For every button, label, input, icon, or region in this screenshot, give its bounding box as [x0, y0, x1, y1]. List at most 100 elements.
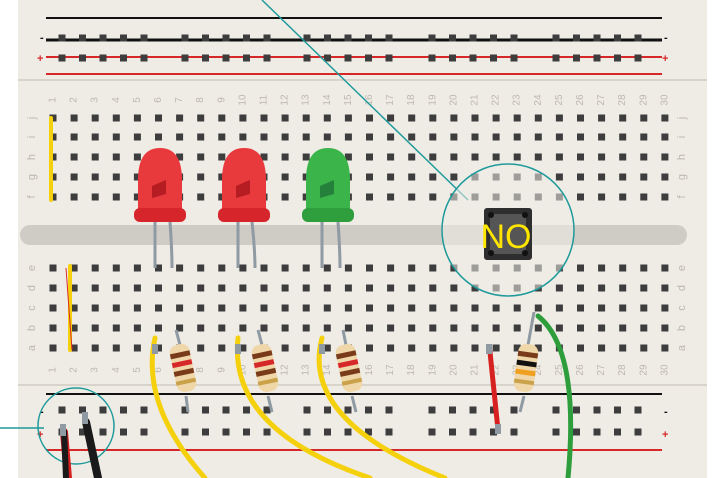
terminal-hole	[281, 264, 289, 272]
terminal-hole	[176, 133, 184, 141]
rail-hole	[344, 34, 352, 42]
led-red-1-anvil	[152, 180, 166, 198]
top-column-label: 3	[90, 97, 101, 103]
left-row-label: a	[26, 344, 38, 351]
terminal-hole	[155, 304, 162, 312]
terminal-hole	[281, 324, 289, 332]
top-column-label: 24	[533, 94, 544, 106]
terminal-hole	[197, 193, 205, 201]
top-column-label: 6	[153, 97, 164, 103]
pushbutton-pin-3	[488, 250, 494, 256]
terminal-hole	[619, 193, 627, 201]
bottom-column-label: 13	[301, 364, 312, 376]
terminal-hole	[387, 133, 395, 141]
led-red-1-base	[134, 208, 186, 222]
led-green-dome	[306, 148, 350, 212]
right-row-label: h	[676, 154, 688, 160]
terminal-hole	[281, 344, 289, 352]
terminal-hole	[640, 193, 648, 201]
left-row-label: d	[26, 285, 38, 291]
terminal-hole	[133, 304, 141, 312]
power-lead-black-tip	[82, 412, 88, 424]
terminal-hole	[366, 324, 373, 332]
terminal-hole	[534, 133, 542, 141]
bottom-column-label: 21	[470, 364, 481, 376]
bottom-column-label: 26	[575, 364, 586, 376]
terminal-hole	[260, 264, 268, 272]
terminal-hole	[155, 324, 162, 332]
terminal-hole	[640, 324, 648, 332]
terminal-hole	[408, 153, 416, 161]
terminal-hole	[239, 344, 247, 352]
terminal-hole	[91, 173, 99, 181]
terminal-hole	[344, 304, 352, 312]
terminal-hole	[513, 324, 521, 332]
pushbutton-pin-4	[522, 250, 528, 256]
terminal-hole	[49, 284, 57, 292]
rail-hole	[449, 406, 456, 414]
rail-hole	[263, 428, 271, 436]
led-red-2-base	[218, 208, 270, 222]
terminal-hole	[366, 344, 373, 352]
resistor-4-band-4	[513, 378, 535, 386]
terminal-hole	[555, 114, 563, 122]
terminal-hole	[534, 324, 542, 332]
terminal-hole	[577, 284, 584, 292]
led-red-2-anvil	[236, 180, 250, 198]
resistor-3-leg-top	[341, 329, 348, 346]
top-plus-sign-right: +	[662, 53, 668, 65]
top-column-label: 18	[406, 94, 417, 106]
terminal-hole	[408, 193, 416, 201]
terminal-hole	[555, 173, 563, 181]
terminal-hole	[534, 304, 542, 312]
terminal-hole	[450, 114, 458, 122]
rail-hole	[181, 428, 189, 436]
top-column-label: 9	[216, 97, 227, 103]
terminal-hole	[218, 324, 226, 332]
terminal-hole	[408, 114, 416, 122]
rail-hole	[99, 406, 107, 414]
terminal-hole	[619, 133, 627, 141]
terminal-hole	[218, 344, 226, 352]
terminal-hole	[366, 173, 373, 181]
terminal-hole	[260, 133, 268, 141]
led-legs	[153, 221, 342, 269]
terminal-hole	[661, 344, 669, 352]
bottom-column-label: 19	[427, 364, 438, 376]
terminal-hole	[155, 264, 162, 272]
terminal-hole	[91, 284, 99, 292]
terminal-hole	[598, 193, 606, 201]
top-column-label: 5	[132, 97, 143, 103]
green-wire	[535, 313, 574, 478]
terminal-hole	[176, 114, 184, 122]
resistor-1-leg-top	[174, 329, 182, 346]
terminal-hole	[112, 324, 120, 332]
terminal-hole	[429, 264, 437, 272]
terminal-hole	[260, 114, 268, 122]
terminal-hole	[577, 173, 584, 181]
top-column-label: 11	[259, 94, 270, 105]
terminal-hole	[70, 324, 78, 332]
terminal-hole	[619, 284, 627, 292]
left-row-label: c	[26, 305, 38, 311]
terminal-hole	[70, 133, 78, 141]
terminal-hole	[239, 264, 247, 272]
right-row-label: a	[676, 344, 688, 351]
bottom-column-label: 9	[216, 367, 227, 373]
rail-hole	[243, 406, 250, 414]
left-row-label: j	[26, 117, 38, 120]
bottom-plus-sign-left: +	[37, 429, 43, 441]
terminal-hole	[408, 324, 416, 332]
terminal-hole	[133, 193, 141, 201]
terminal-hole	[49, 264, 57, 272]
resistor-3-leg-bottom	[350, 395, 358, 413]
terminal-hole	[344, 284, 352, 292]
resistor-1-band-1	[169, 350, 191, 360]
terminal-hole	[450, 153, 458, 161]
terminal-hole	[197, 324, 205, 332]
terminal-hole	[366, 284, 373, 292]
terminal-hole	[302, 153, 310, 161]
terminal-hole	[218, 133, 226, 141]
top-column-label: 1	[48, 97, 59, 103]
